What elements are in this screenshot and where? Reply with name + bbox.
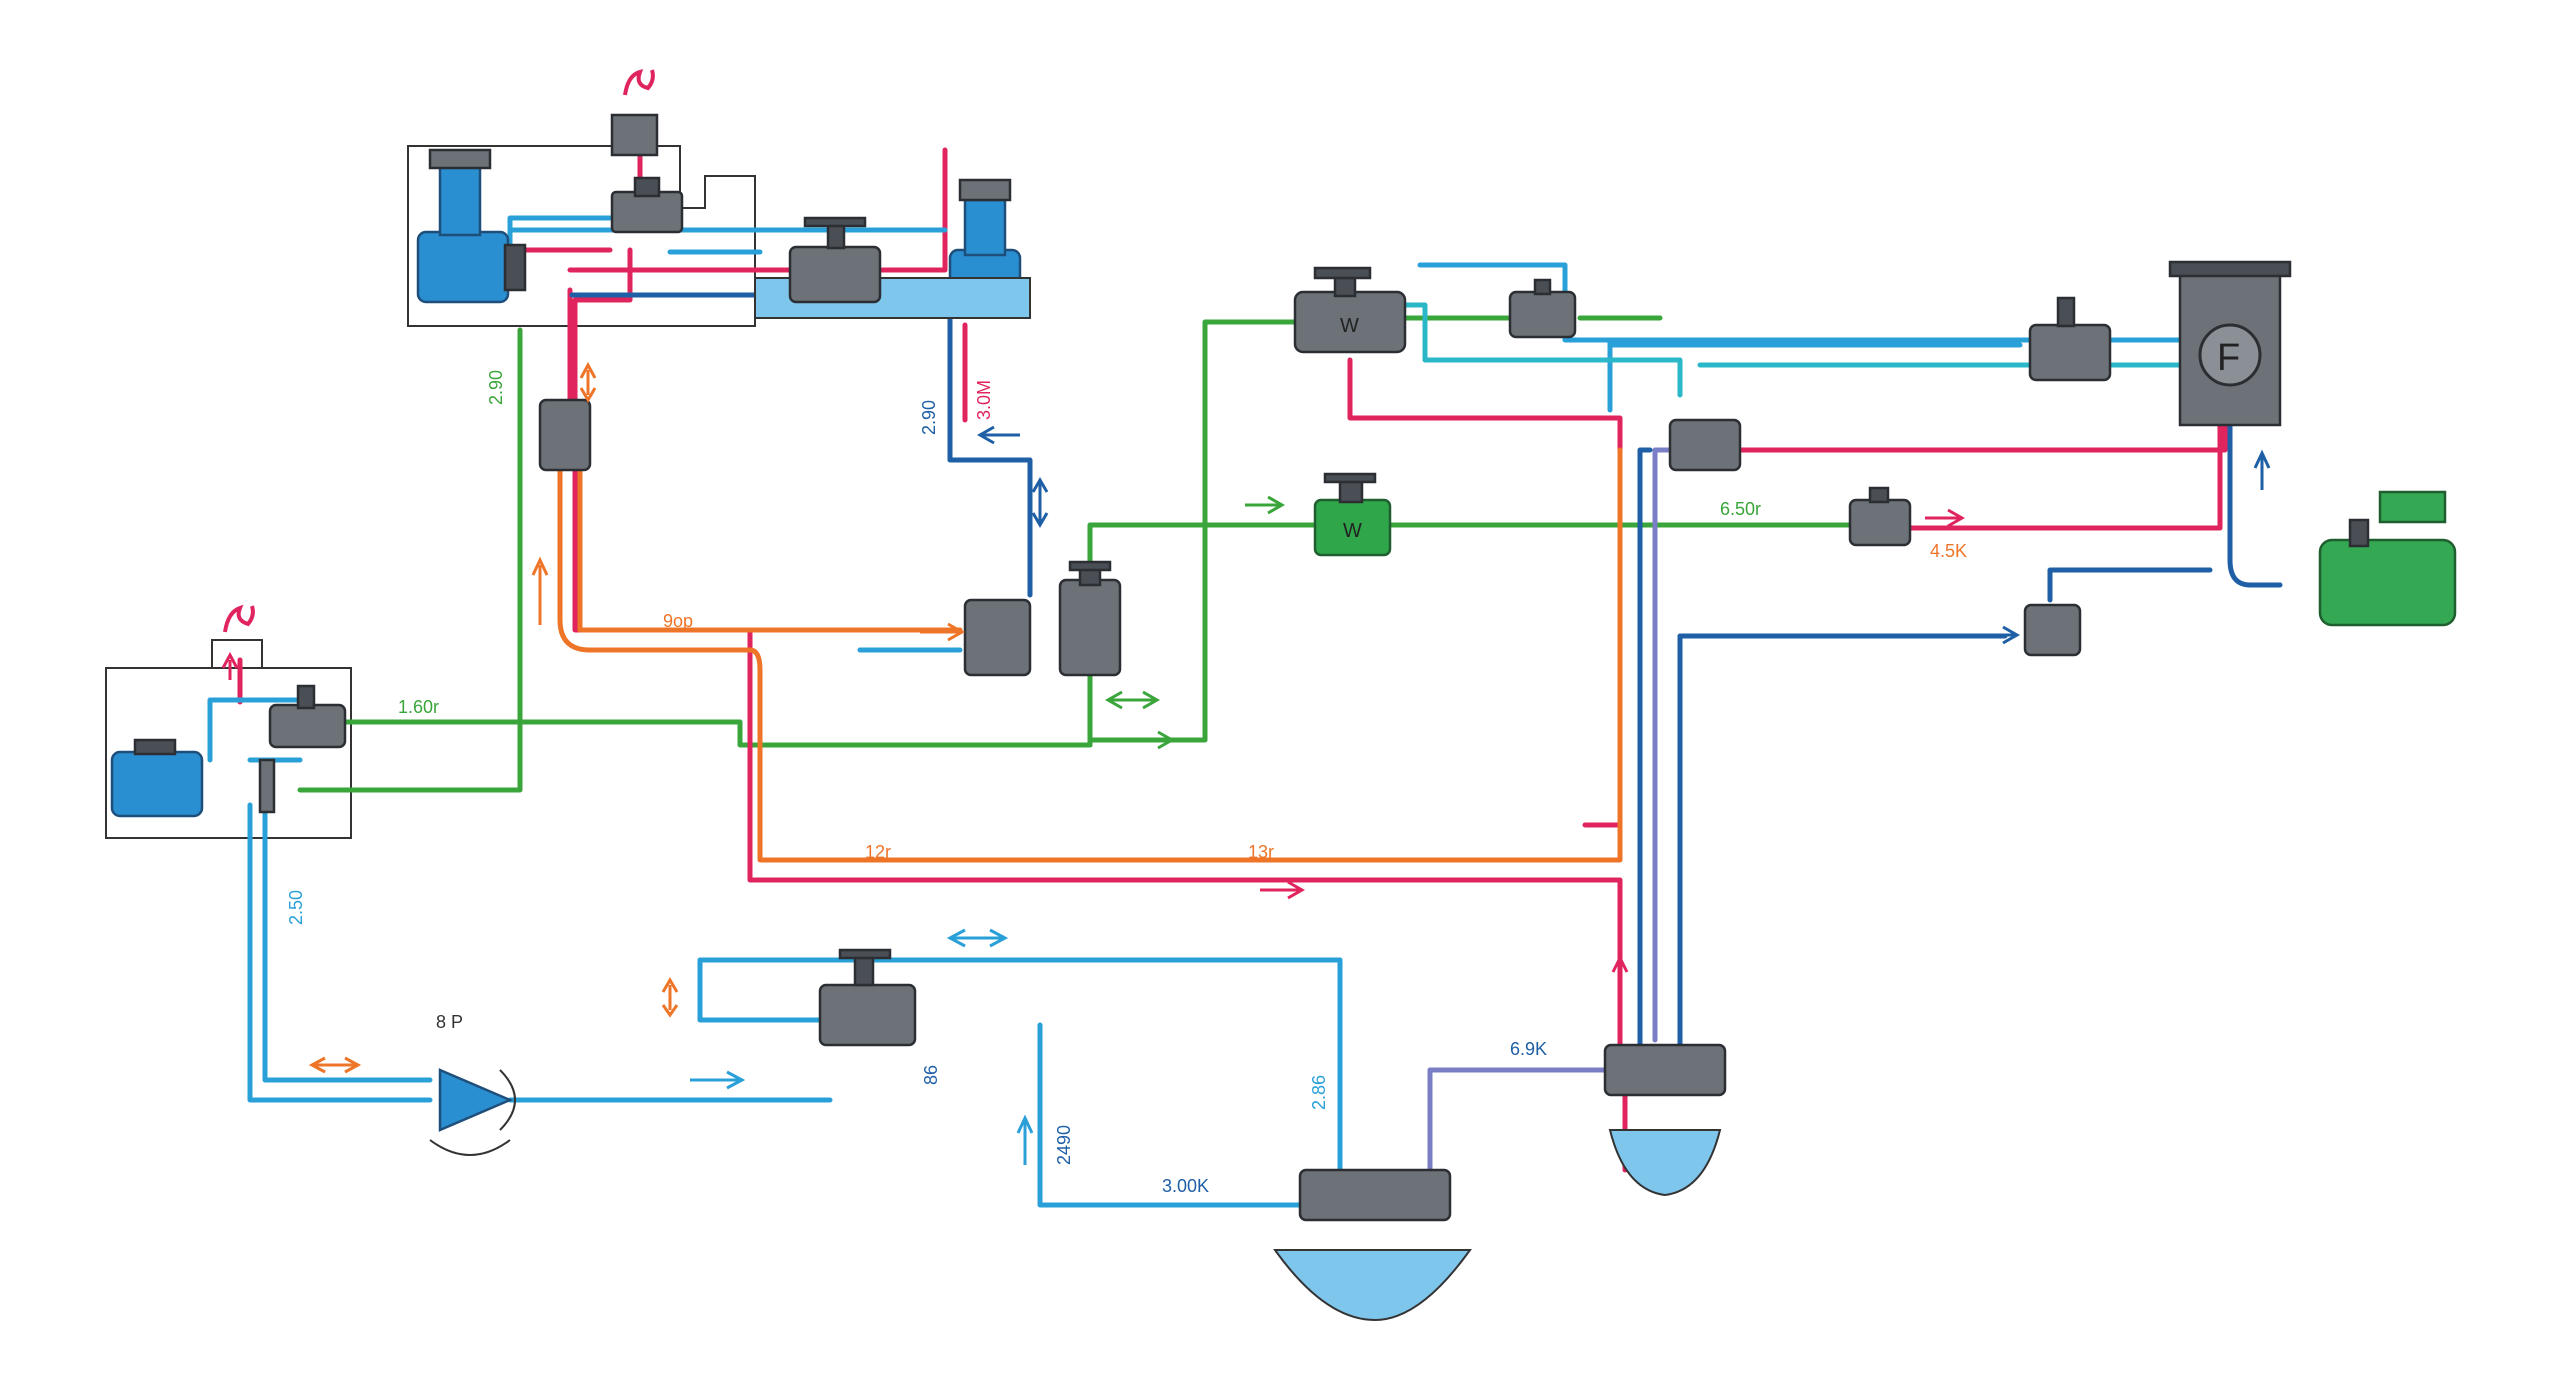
blower-pump-bottom-left[interactable] <box>429 1068 516 1156</box>
label-flow-6-50r: 6.50r <box>1720 499 1761 519</box>
valve-letter-w2: W <box>1343 520 1362 542</box>
flange-left <box>258 758 276 814</box>
label-flow-3-00k: 3.00K <box>1162 1176 1209 1196</box>
orange-pipe <box>557 447 1623 863</box>
gate-valve-top[interactable] <box>788 216 882 304</box>
red-pipe-mid <box>567 147 1623 1053</box>
top-left-enclosure <box>407 145 756 327</box>
control-valve-top[interactable] <box>610 176 684 234</box>
flame-icon-top <box>623 69 655 96</box>
filter-unit[interactable] <box>2168 260 2292 427</box>
label-flow-13r: 13r <box>1248 842 1274 862</box>
label-flow-2-90: 2.90 <box>486 370 506 405</box>
label-flow-2-86: 2.86 <box>1309 1075 1329 1110</box>
label-86: 86 <box>921 1065 941 1085</box>
valve-right-small[interactable] <box>1848 486 1912 547</box>
label-flow-6-9k: 6.9K <box>1510 1039 1547 1059</box>
valve-green[interactable] <box>1313 472 1392 557</box>
left-enclosure-cap <box>211 639 263 669</box>
label-flow-3-0m: 3.0M <box>974 380 994 420</box>
label-flow-2-50: 2.50 <box>286 890 306 925</box>
flanged-pipe-left-vertical[interactable] <box>538 398 592 472</box>
green-pipe-main <box>297 327 523 793</box>
valve-far-right[interactable] <box>2028 296 2112 382</box>
lightblue-pipe-top <box>507 215 948 255</box>
label-pump-8p: 8 P <box>436 1012 463 1032</box>
label-flow-4-5k: 4.5K <box>1930 541 1967 561</box>
label-flow-2490: 2490 <box>1054 1125 1074 1165</box>
arrow-markers <box>221 361 2271 1165</box>
label-flow-12r: 12r <box>865 842 891 862</box>
lightblue-pipe-left <box>207 697 433 1103</box>
valve-right-of-center[interactable] <box>1668 418 1742 472</box>
bottom-tank-right[interactable] <box>1603 1043 1727 1197</box>
label-flow-2-90b: 2.90 <box>919 400 939 435</box>
bottom-tank-left[interactable] <box>1273 1168 1472 1322</box>
valve-upper-mid[interactable] <box>1293 266 1407 354</box>
pump-motor-top-left[interactable] <box>416 148 527 304</box>
main-valve-center[interactable] <box>963 560 1122 677</box>
blue-pipe-a <box>569 292 1033 598</box>
orange-pipe-short <box>577 467 963 633</box>
blue-pipe-c <box>1637 447 1653 1048</box>
flame-icon-left <box>223 604 255 633</box>
blue-pipe-b <box>1677 422 2283 1048</box>
pump-motor-right[interactable] <box>2318 490 2457 627</box>
label-flow-9op: 9op <box>663 611 693 631</box>
valve-right-low[interactable] <box>2023 603 2082 657</box>
red-pipe-right <box>1347 357 2228 828</box>
gate-valve-bottom[interactable] <box>818 948 917 1047</box>
valve-left[interactable] <box>268 684 347 749</box>
label-flow-1-60r: 1.60r <box>398 697 439 717</box>
filter-letter: F <box>2217 337 2240 379</box>
valve-upper-right[interactable] <box>1508 278 1577 339</box>
valve-letter-w1: W <box>1340 315 1359 337</box>
pump-motor-left[interactable] <box>110 738 204 818</box>
vent-box-top <box>610 113 659 157</box>
